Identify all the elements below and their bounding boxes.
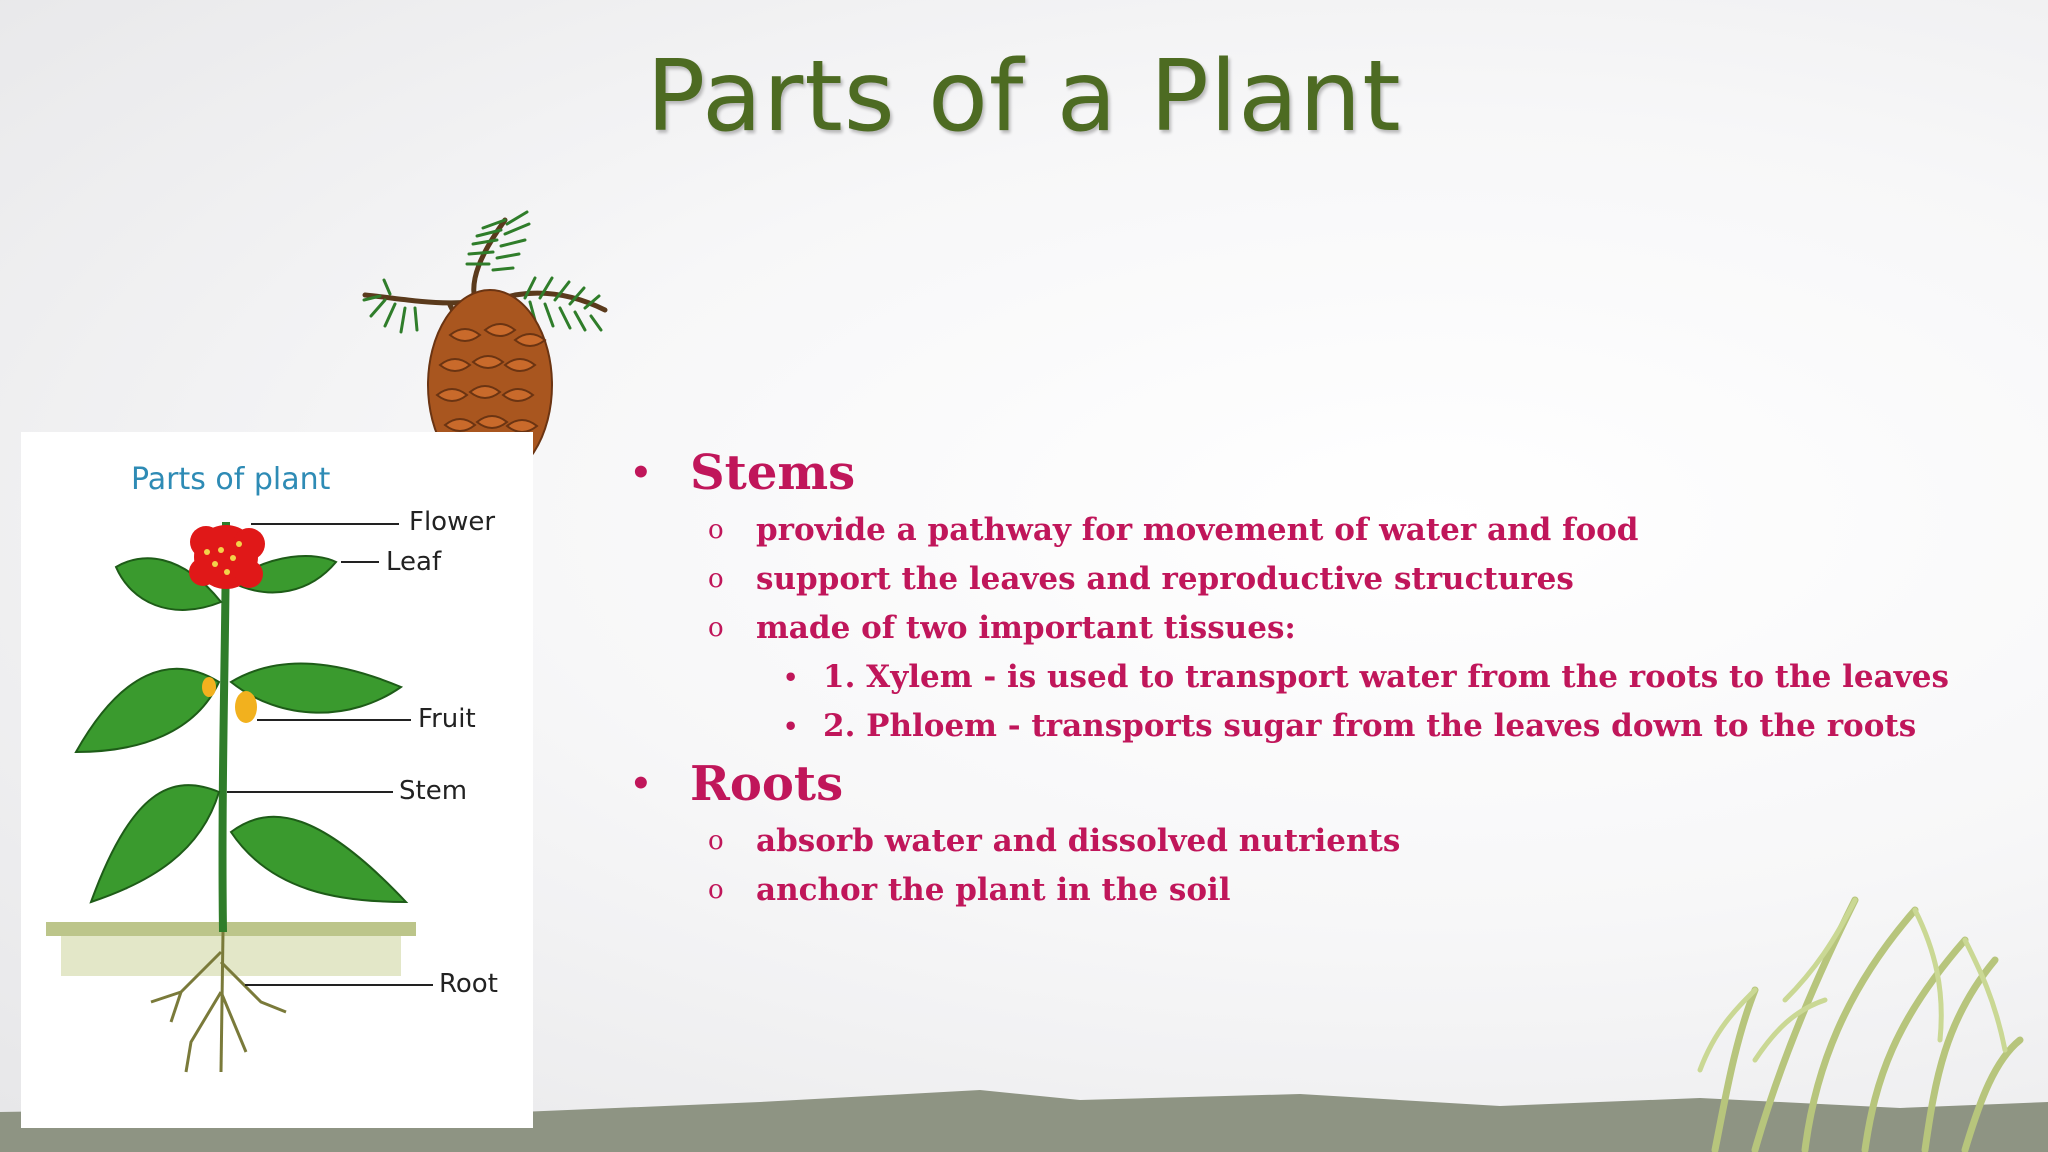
content-list: • Stems o provide a pathway for movement… xyxy=(630,440,2010,915)
list-item: o support the leaves and reproductive st… xyxy=(630,555,2010,604)
bullet-dot: • xyxy=(630,764,652,804)
label-leaf: Leaf xyxy=(386,547,442,577)
list-item: o absorb water and dissolved nutrients xyxy=(630,817,2010,866)
slide-title: Parts of a Plant xyxy=(646,40,1402,154)
bullet-circle: o xyxy=(708,564,724,594)
label-stem: Stem xyxy=(399,776,468,806)
label-flower: Flower xyxy=(409,507,496,537)
bullet-dot: • xyxy=(630,453,652,493)
list-item: o provide a pathway for movement of wate… xyxy=(630,506,2010,555)
ground-band xyxy=(0,1090,2048,1152)
list-item: o anchor the plant in the soil xyxy=(630,866,2010,915)
stems-point-3: made of two important tissues: xyxy=(756,610,1296,646)
plant-drawing xyxy=(46,521,433,1073)
heading-roots-text: Roots xyxy=(690,756,844,812)
list-item: • 2. Phloem - transports sugar from the … xyxy=(630,702,2010,751)
bullet-dot: • xyxy=(783,712,799,741)
label-fruit: Fruit xyxy=(418,704,476,734)
bullet-circle: o xyxy=(708,515,724,545)
roots-point-2: anchor the plant in the soil xyxy=(756,872,1231,908)
heading-stems: • Stems xyxy=(630,440,2010,506)
roots-point-1: absorb water and dissolved nutrients xyxy=(756,823,1401,859)
bullet-circle: o xyxy=(708,826,724,856)
list-item: o made of two important tissues: xyxy=(630,604,2010,653)
plant-diagram: Parts of plant xyxy=(21,432,533,1128)
label-root: Root xyxy=(439,969,498,999)
stems-point-1: provide a pathway for movement of water … xyxy=(756,512,1639,548)
bullet-circle: o xyxy=(708,875,724,905)
heading-stems-text: Stems xyxy=(690,445,856,501)
bullet-dot: • xyxy=(783,663,799,692)
list-item: • 1. Xylem - is used to transport water … xyxy=(630,653,2010,702)
tissue-xylem: 1. Xylem - is used to transport water fr… xyxy=(823,659,1949,695)
diagram-title: Parts of plant xyxy=(131,462,331,497)
grass-illustration xyxy=(1697,896,2024,1152)
tissue-phloem: 2. Phloem - transports sugar from the le… xyxy=(823,708,1917,744)
heading-roots: • Roots xyxy=(630,751,2010,817)
stems-point-2: support the leaves and reproductive stru… xyxy=(756,561,1574,597)
bullet-circle: o xyxy=(708,613,724,643)
